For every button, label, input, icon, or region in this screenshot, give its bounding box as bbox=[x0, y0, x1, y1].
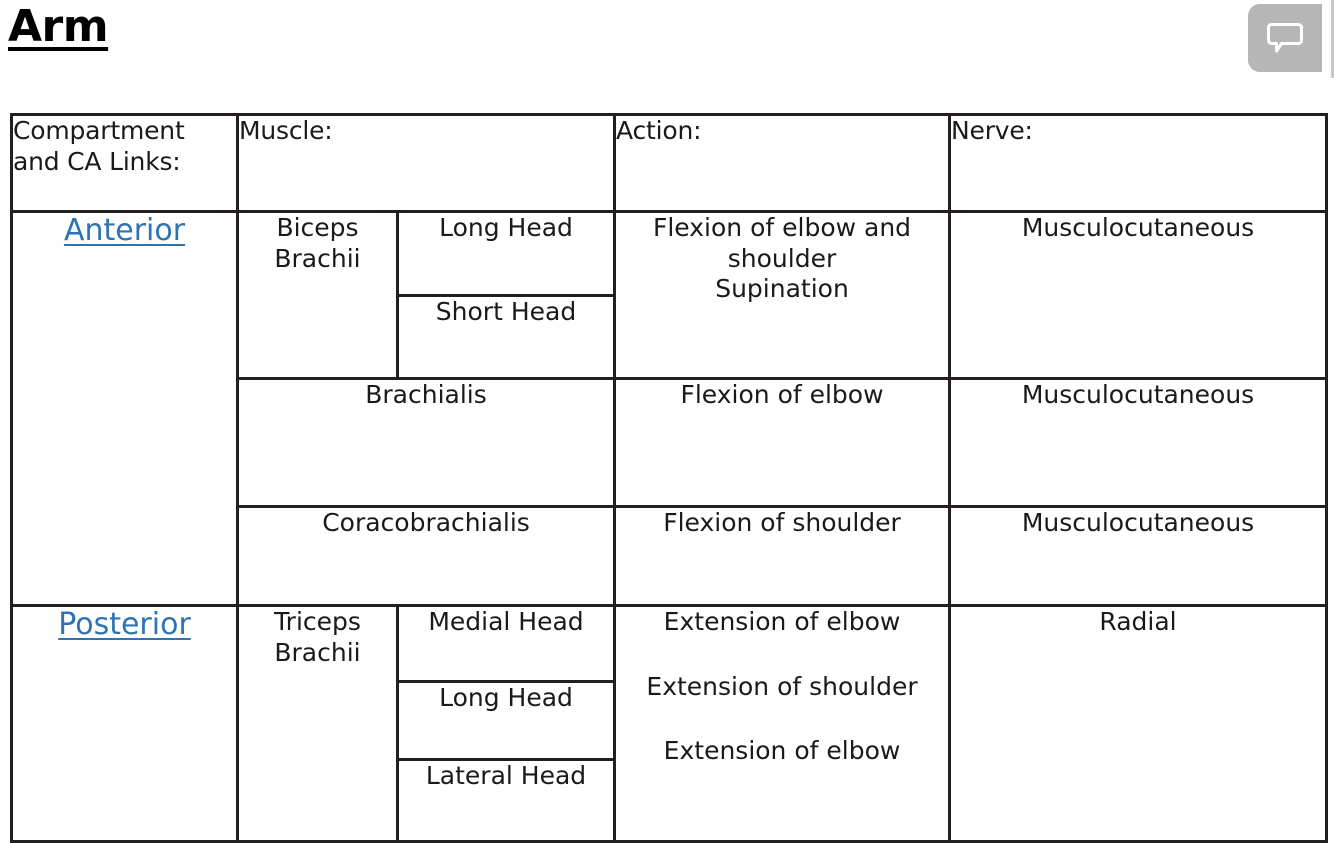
nerve-cell-coracobrachialis: Musculocutaneous bbox=[948, 505, 1329, 607]
table-row: Anterior Biceps Brachii Long Head Flexio… bbox=[10, 210, 1329, 607]
table-row: Short Head bbox=[12, 294, 1327, 380]
muscle-name-brachialis: Brachialis bbox=[235, 377, 617, 508]
page-title: Arm bbox=[8, 1, 109, 52]
table-row: Long Head bbox=[12, 680, 1327, 761]
action-line: Supination bbox=[715, 274, 849, 303]
action-cell-biceps: Flexion of elbow and shoulder Supination bbox=[613, 210, 952, 380]
action-line: Flexion of elbow and shoulder bbox=[652, 213, 912, 273]
nerve-cell-triceps: Radial bbox=[948, 604, 1329, 843]
muscle-head-triceps-medial: Medial Head bbox=[395, 604, 617, 683]
compartment-link-posterior[interactable]: Posterior bbox=[58, 607, 191, 642]
header-nerve: Nerve: bbox=[948, 113, 1329, 213]
muscle-head-biceps-long: Long Head bbox=[395, 210, 617, 297]
nerve-cell-biceps: Musculocutaneous bbox=[948, 210, 1329, 380]
compartment-cell-anterior: Anterior bbox=[10, 210, 239, 607]
muscle-name-triceps-brachii: Triceps Brachii bbox=[236, 604, 399, 843]
page-header: Arm bbox=[0, 0, 1334, 96]
anatomy-table-container: Compartment and CA Links: Muscle: Action… bbox=[10, 113, 1329, 843]
table-row: Posterior Triceps Brachii Medial Head Ex… bbox=[10, 604, 1329, 843]
action-cell-brachialis: Flexion of elbow bbox=[613, 377, 952, 508]
muscle-name-biceps-brachii: Biceps Brachii bbox=[236, 210, 399, 380]
nerve-cell-brachialis: Musculocutaneous bbox=[948, 377, 1329, 508]
table-row: Brachialis Flexion of elbow Musculocutan… bbox=[12, 377, 1329, 508]
action-line: Extension of shoulder bbox=[646, 671, 918, 701]
header-muscle: Muscle: bbox=[235, 113, 617, 213]
compartment-cell-posterior: Posterior bbox=[10, 604, 239, 843]
table-header-row: Compartment and CA Links: Muscle: Action… bbox=[10, 113, 1329, 213]
muscle-name-coracobrachialis: Coracobrachialis bbox=[235, 505, 617, 607]
muscle-head-biceps-short: Short Head bbox=[395, 294, 617, 380]
header-action: Action: bbox=[613, 113, 952, 213]
muscle-head-triceps-lateral: Lateral Head bbox=[395, 758, 617, 843]
action-cell-coracobrachialis: Flexion of shoulder bbox=[613, 505, 952, 607]
header-compartment: Compartment and CA Links: bbox=[10, 113, 239, 213]
table-row: Coracobrachialis Flexion of shoulder Mus… bbox=[12, 505, 1329, 607]
muscle-head-triceps-long: Long Head bbox=[395, 680, 617, 761]
comment-button[interactable] bbox=[1248, 4, 1322, 72]
action-cell-triceps: Extension of elbow Extension of shoulder… bbox=[613, 604, 952, 843]
action-line: Extension of elbow bbox=[663, 736, 901, 765]
action-line: Extension of elbow bbox=[663, 607, 901, 636]
speech-bubble-icon bbox=[1267, 22, 1303, 54]
header-right-rule bbox=[1331, 0, 1334, 78]
arm-muscles-table: Compartment and CA Links: Muscle: Action… bbox=[10, 113, 1329, 843]
compartment-link-anterior[interactable]: Anterior bbox=[63, 213, 186, 248]
